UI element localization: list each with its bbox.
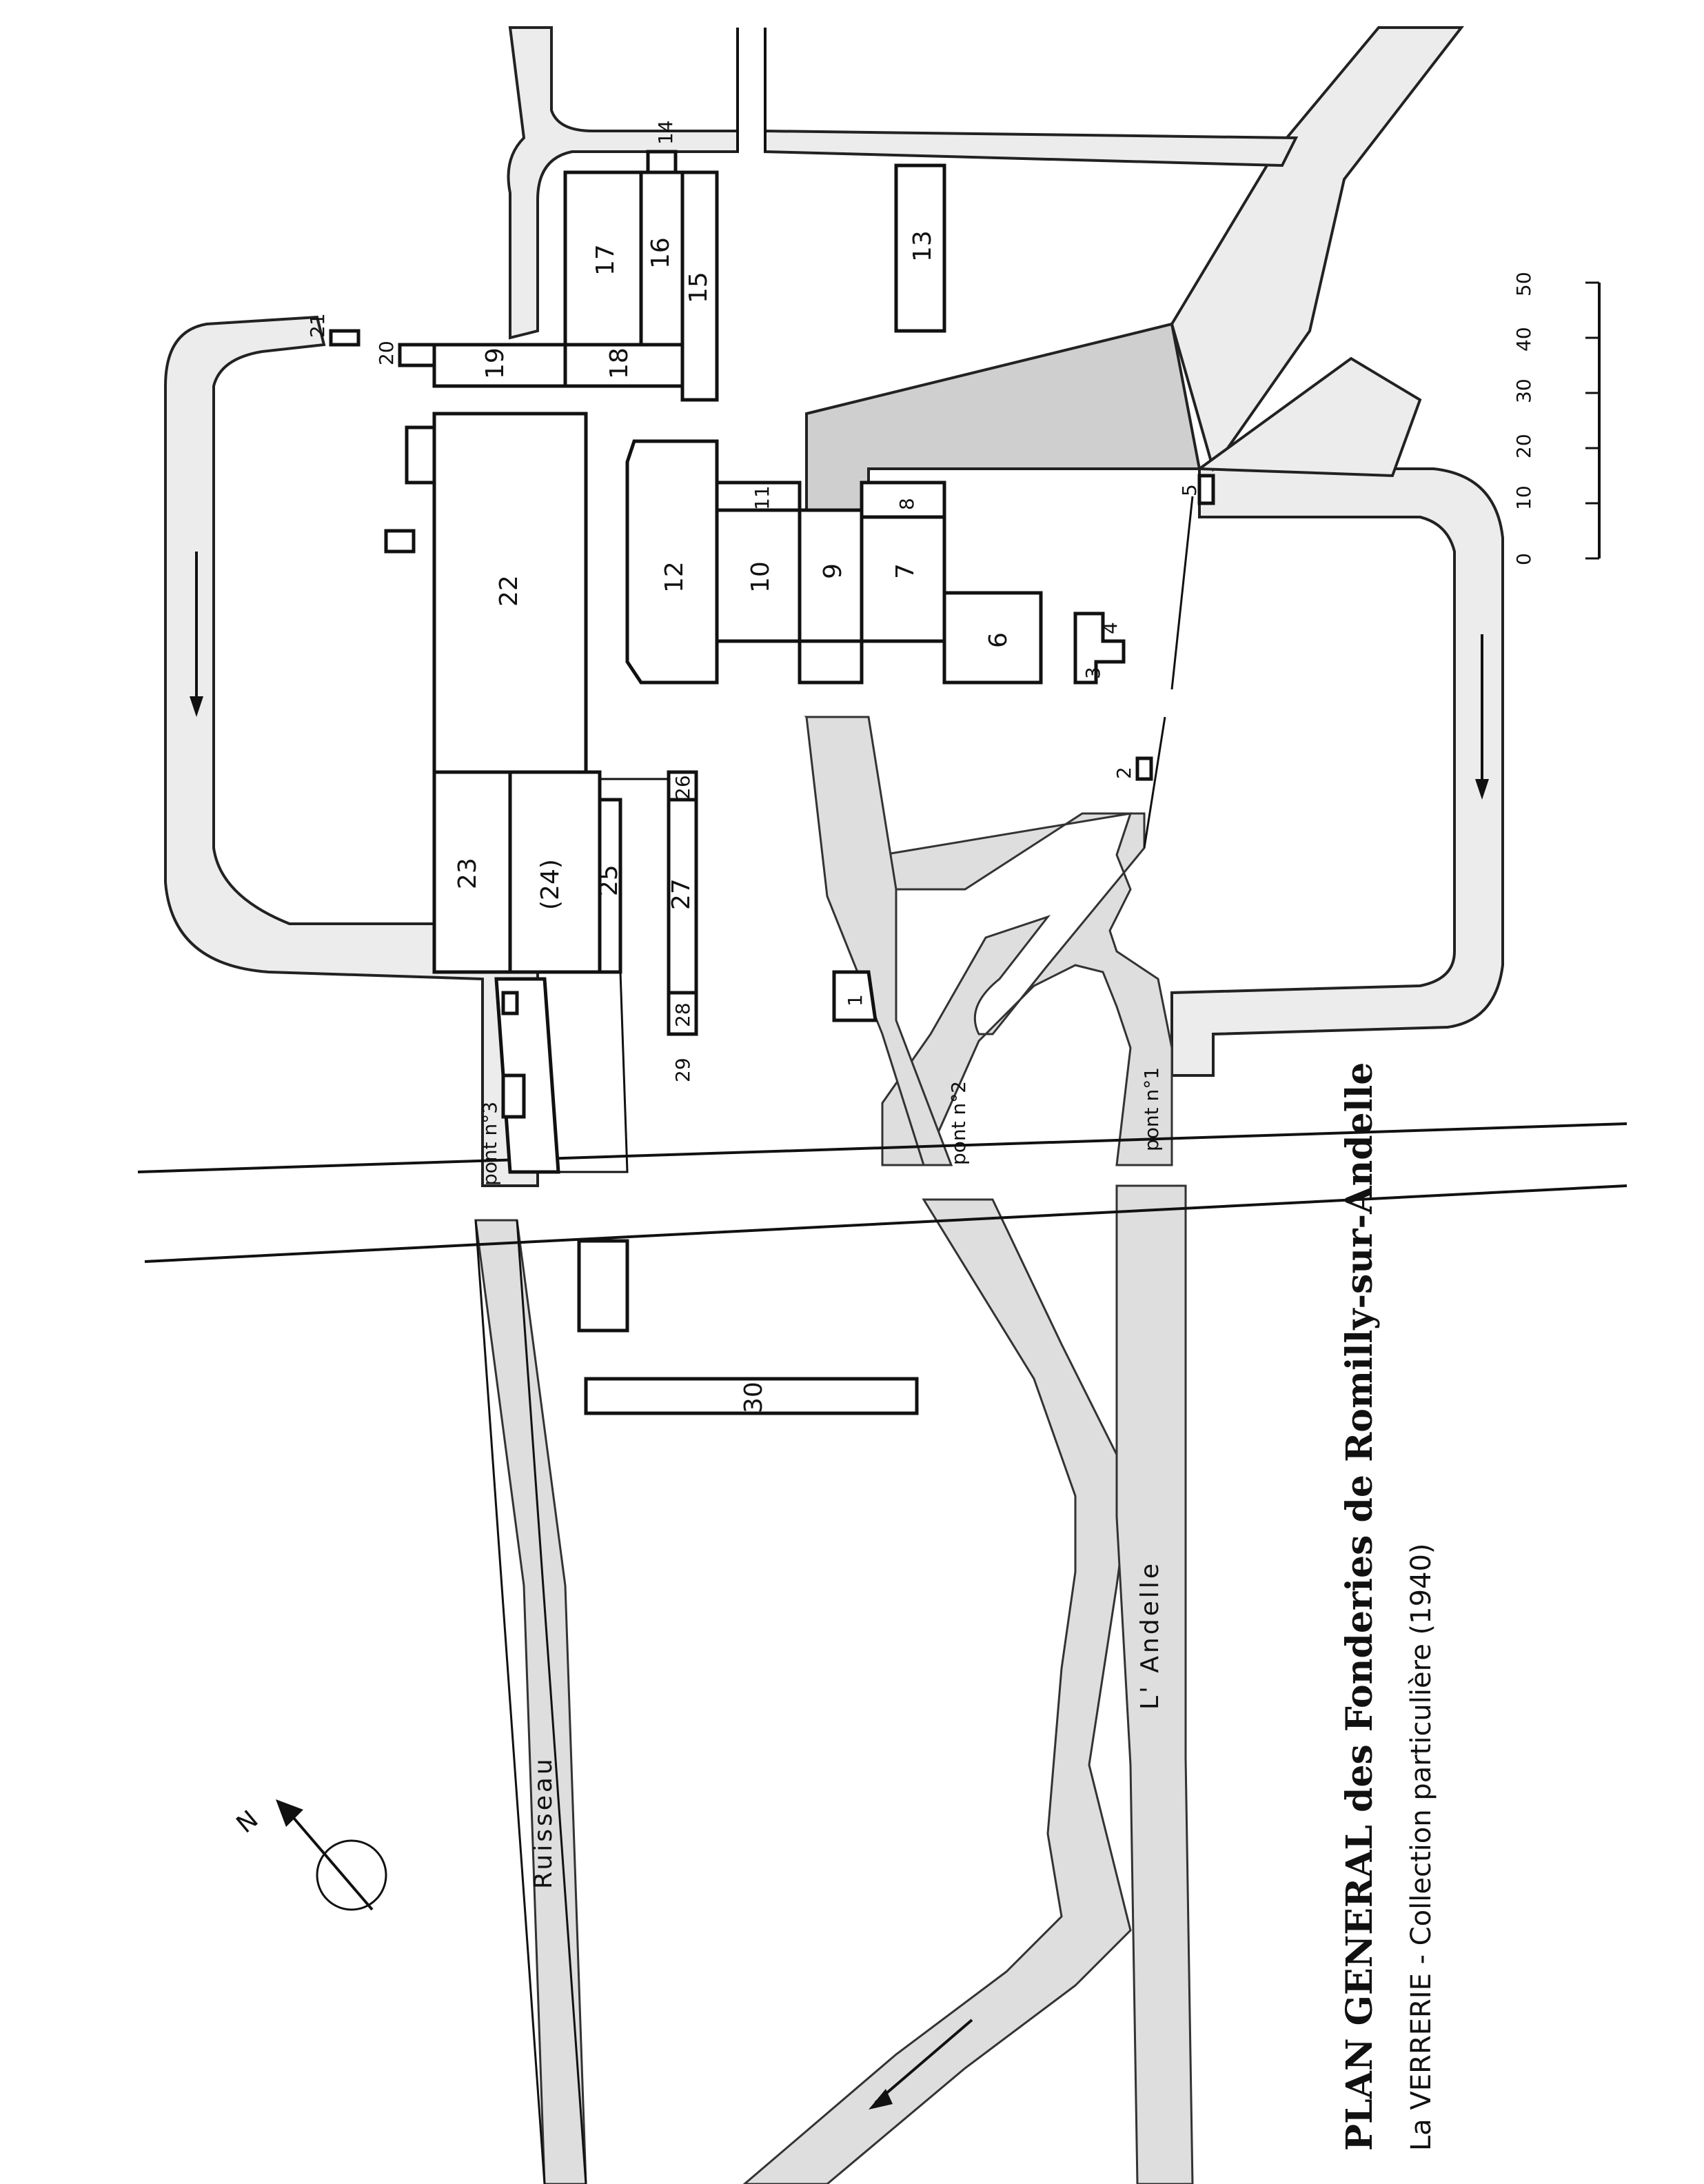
label-28: 28 (671, 1002, 694, 1027)
label-14: 14 (654, 120, 677, 145)
building-23 (432, 770, 512, 974)
flow-arrow-east (1475, 634, 1489, 800)
map-subtitle: La VERRERIE - Collection particulière (1… (1406, 1543, 1437, 2151)
scale-tick-30: 30 (1512, 378, 1535, 403)
building-11 (715, 481, 802, 512)
scale-tick-50: 50 (1512, 272, 1535, 296)
building-26-connector (598, 778, 669, 800)
building-13 (894, 163, 946, 333)
scale-tick-10: 10 (1512, 485, 1535, 510)
label-9: 9 (819, 563, 847, 579)
label-20: 20 (375, 341, 398, 365)
label-pont1: pont n°1 (1140, 1067, 1163, 1151)
map-title: PLAN GENERAL des Fonderies de Romilly-su… (1339, 1062, 1381, 2151)
label-13: 13 (909, 230, 937, 262)
north-label: N (232, 1806, 264, 1839)
label-21: 21 (306, 313, 329, 338)
label-26: 26 (671, 775, 694, 800)
label-1: 1 (844, 994, 866, 1007)
cross-line-south (144, 1184, 1627, 1263)
building-22-annex2 (384, 529, 416, 554)
flow-arrow-west (190, 552, 203, 717)
flow-arrow-river (869, 2019, 973, 2110)
label-12: 12 (660, 561, 689, 593)
building-1 (832, 970, 878, 1022)
building-7 (860, 515, 946, 643)
building-30-annex (577, 1239, 629, 1333)
ruisseau-edge-west (516, 1220, 587, 2184)
label-30: 30 (740, 1382, 768, 1413)
label-7: 7 (891, 563, 920, 579)
road-north-left (507, 26, 739, 340)
building-9-annex (798, 639, 864, 685)
building-pont3-small1 (501, 991, 519, 1015)
building-12 (625, 439, 719, 685)
wall-5 (1170, 496, 1194, 690)
label-19: 19 (481, 347, 509, 379)
label-ruisseau: Ruisseau (529, 1756, 558, 1889)
label-6: 6 (984, 632, 1013, 648)
ruisseau-edge-east (474, 1220, 546, 2184)
label-29: 29 (671, 1058, 694, 1082)
canal-pont2 (805, 716, 953, 1166)
label-15: 15 (684, 272, 713, 303)
label-22: 22 (495, 575, 523, 607)
river-andelle-main (1115, 1184, 1194, 2184)
river-andelle (742, 1198, 1132, 2184)
label-17: 17 (591, 244, 620, 276)
building-30 (584, 1377, 919, 1415)
building-20 (398, 343, 436, 367)
perimeter-road-east (1170, 467, 1504, 1077)
label-5: 5 (1178, 484, 1201, 496)
label-10: 10 (747, 561, 775, 593)
label-pont3: pont n°3 (478, 1102, 501, 1186)
label-24: (24) (536, 859, 565, 910)
label-27: 27 (667, 878, 696, 910)
building-28 (667, 991, 698, 1036)
building-22-annex (405, 425, 436, 485)
building-19 (432, 343, 567, 388)
scale-tick-40: 40 (1512, 327, 1535, 352)
label-23: 23 (454, 858, 482, 889)
north-arrow: N (232, 1799, 387, 1911)
building-6 (942, 591, 1043, 685)
building-3-4 (1073, 611, 1126, 685)
scale-bar (1585, 281, 1601, 560)
wall-2 (1143, 716, 1166, 849)
building-5 (1197, 474, 1215, 505)
label-andelle: L' Andelle (1136, 1561, 1164, 1710)
road-north-right (764, 129, 1299, 168)
label-2: 2 (1113, 767, 1135, 779)
label-pont2: pont n°2 (947, 1081, 970, 1165)
label-8: 8 (895, 498, 918, 510)
building-pont3-small2 (501, 1073, 526, 1119)
label-18: 18 (605, 347, 633, 379)
building-14 (646, 150, 678, 174)
building-18 (563, 343, 684, 388)
building-15 (680, 170, 719, 402)
road-east (1195, 356, 1422, 478)
scale-tick-20: 20 (1512, 434, 1535, 458)
stream-ruisseau (474, 1219, 587, 2184)
scale-tick-0: 0 (1512, 553, 1535, 565)
label-25: 25 (595, 865, 623, 896)
label-4: 4 (1099, 622, 1122, 634)
building-pont3-outline (545, 971, 629, 1173)
label-16: 16 (647, 237, 675, 269)
building-21 (329, 329, 361, 347)
building-22 (432, 412, 588, 774)
label-3: 3 (1082, 667, 1104, 679)
cross-line-north (137, 1122, 1627, 1173)
label-11: 11 (751, 485, 773, 510)
building-2 (1135, 756, 1153, 781)
